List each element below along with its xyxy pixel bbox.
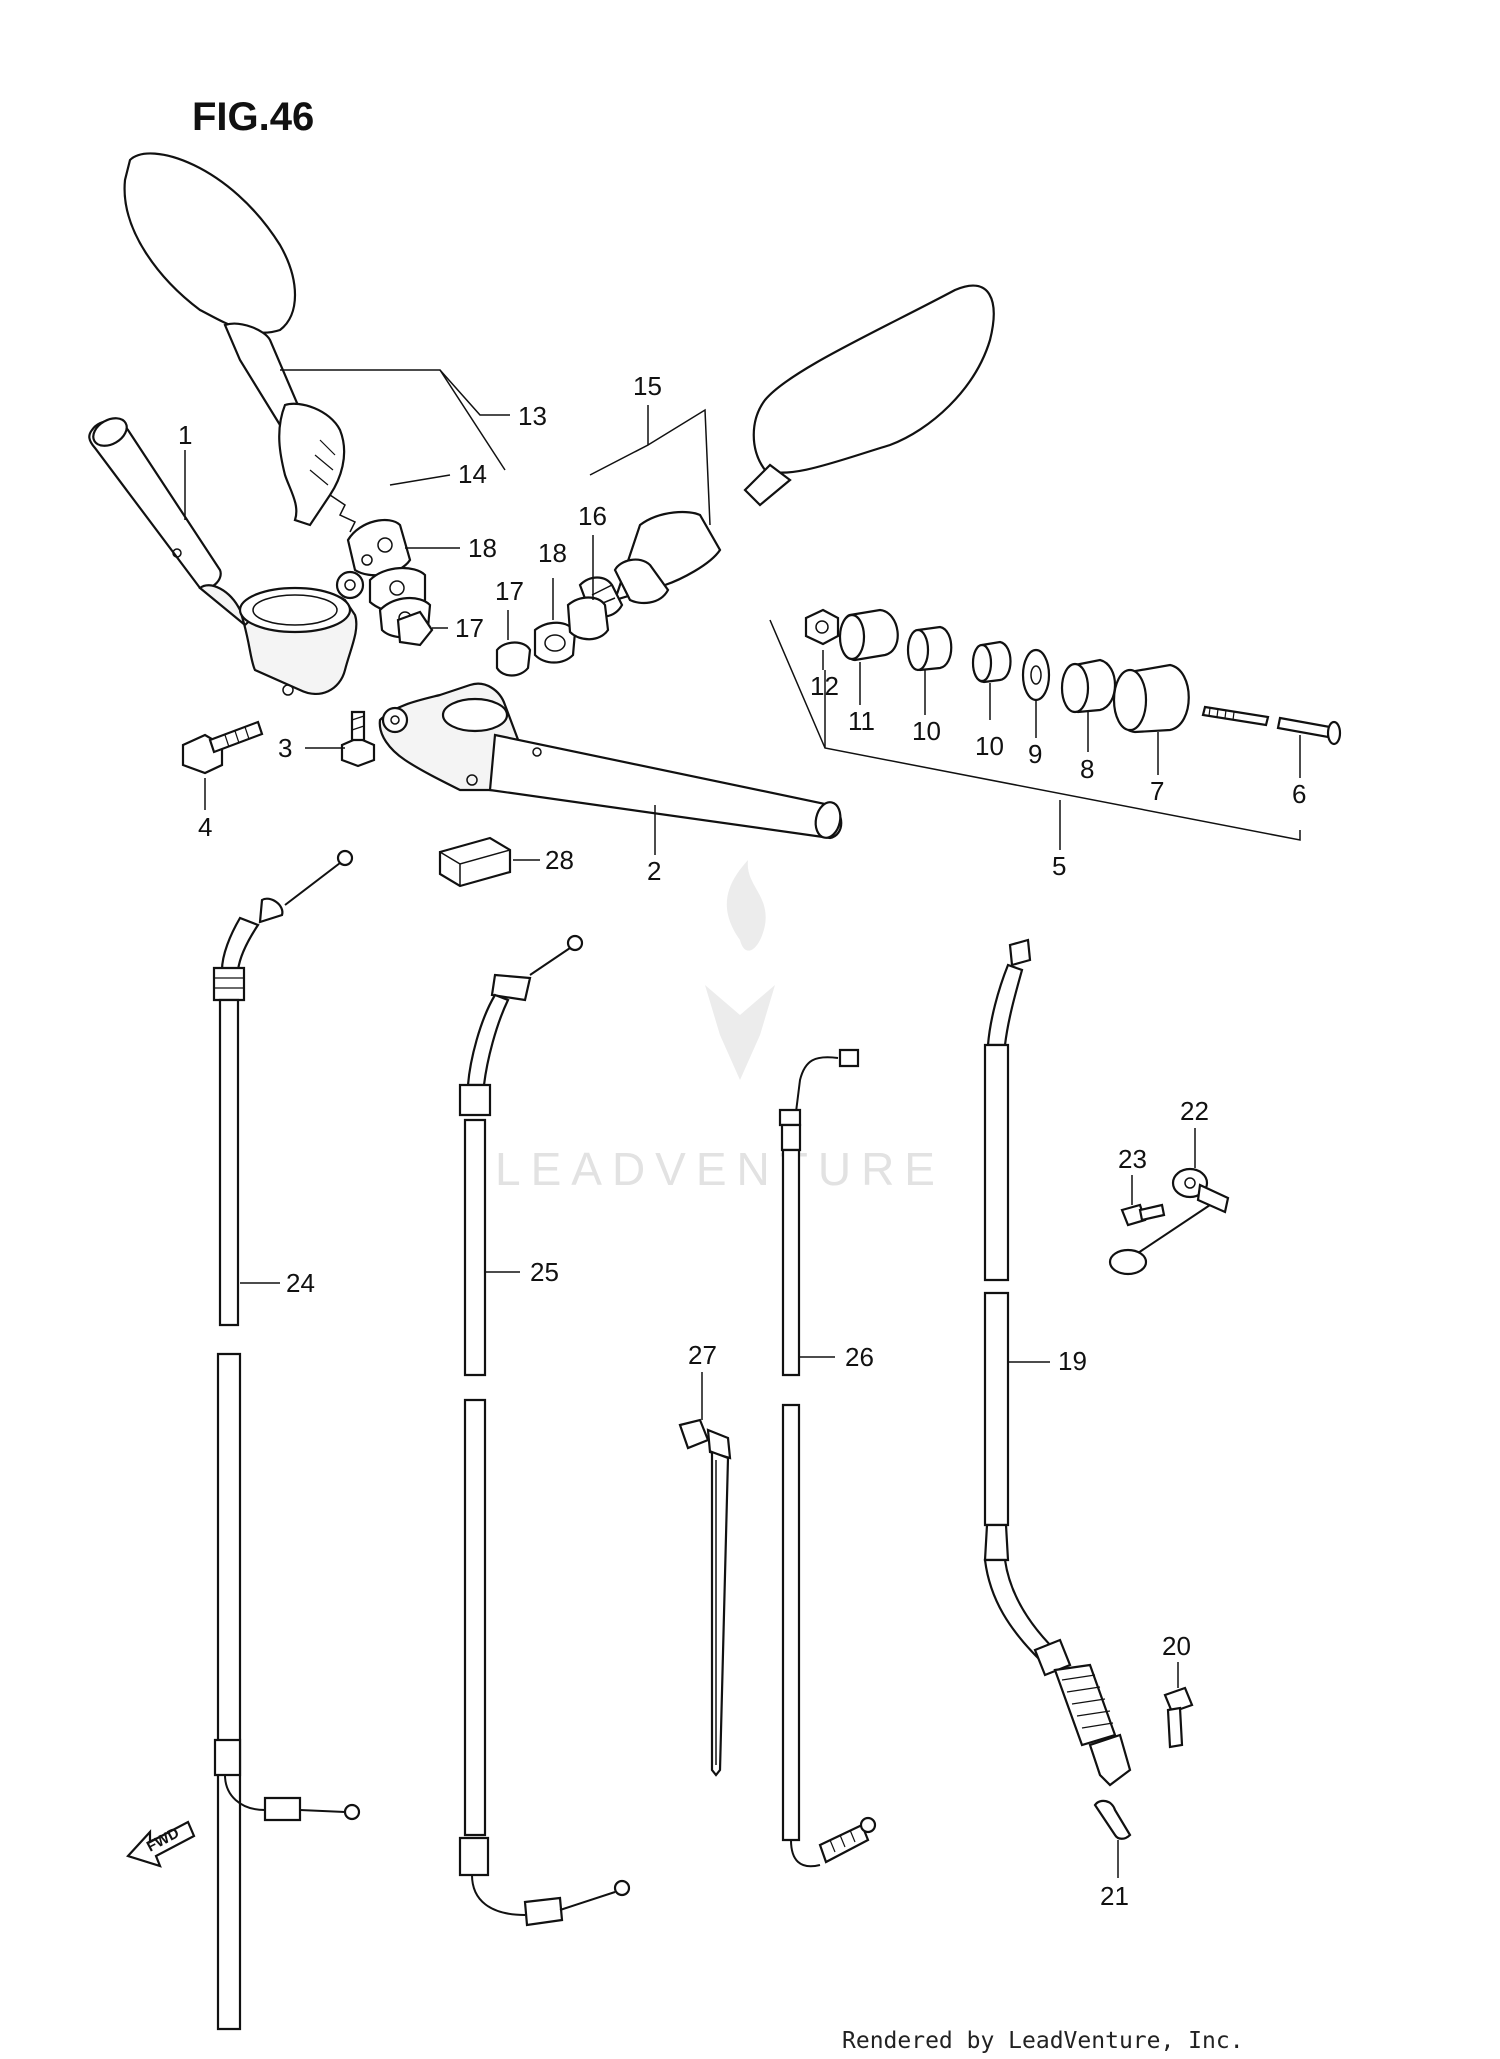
- bar-end-rubber-10b: [971, 640, 1012, 684]
- washer-9: [1021, 648, 1051, 702]
- mirror-mount-plate-left: [346, 518, 412, 577]
- callout-26: 26: [845, 1342, 874, 1372]
- callout-27: 27: [688, 1340, 717, 1370]
- watermark-text: LEADVENTURE: [495, 1143, 945, 1195]
- fwd-arrow-icon: FWD: [126, 1820, 196, 1868]
- bar-end-weight-7: [1112, 663, 1190, 734]
- callout-8: 8: [1080, 754, 1094, 784]
- callout-19: 19: [1058, 1346, 1087, 1376]
- bar-end-rubber-11: [838, 608, 899, 662]
- spacer-18-right: [533, 621, 577, 664]
- bar-end-nut-12: [804, 608, 840, 646]
- left-mirror: [123, 152, 357, 533]
- callout-20: 20: [1162, 1631, 1191, 1661]
- cable-19: [983, 938, 1132, 1787]
- leader-lines: [184, 369, 1301, 1878]
- callout-10a: 10: [912, 716, 941, 746]
- bar-end-rubber-10a: [906, 625, 953, 672]
- figure-title: FIG.46: [192, 95, 314, 139]
- nut-17-right: [495, 641, 532, 677]
- nut-17-left: [396, 610, 434, 647]
- right-handlebar-tube: [488, 733, 843, 840]
- callout-2: 2: [647, 856, 661, 886]
- callout-28: 28: [545, 845, 574, 875]
- callout-13: 13: [518, 401, 547, 431]
- screw-rod: [1201, 705, 1270, 727]
- callout-12: 12: [810, 671, 839, 701]
- cable-24: [212, 849, 354, 2031]
- callout-17b: 17: [455, 613, 484, 643]
- left-handlebar-clamp: [198, 570, 365, 696]
- callout-4: 4: [198, 812, 212, 842]
- callout-17a: 17: [495, 576, 524, 606]
- part-28-block: [438, 836, 512, 888]
- callout-10b: 10: [975, 731, 1004, 761]
- callout-1: 1: [178, 420, 192, 450]
- cable-tie-27: [678, 1418, 732, 1777]
- cotter-pin-21: [1093, 1799, 1132, 1840]
- callout-21: 21: [1100, 1881, 1129, 1911]
- cable-26: [778, 1048, 877, 1868]
- cable-24-lower-end: [213, 1738, 361, 1822]
- right-mirror: [578, 284, 995, 618]
- callout-6: 6: [1292, 779, 1306, 809]
- callout-5: 5: [1052, 851, 1066, 881]
- watermark: LEADVENTURE: [495, 860, 945, 1195]
- cable-25: [458, 934, 631, 1927]
- screw-23: [1120, 1203, 1166, 1227]
- callout-numbers: 1 2 3 4 5 6 7 8 9 10 10 11 12 13 14 15 1…: [178, 371, 1306, 1911]
- callout-18a: 18: [468, 533, 497, 563]
- bolt-3: [340, 710, 376, 768]
- screw-6: [1276, 716, 1342, 746]
- callout-14: 14: [458, 459, 487, 489]
- bolt-4: [181, 720, 264, 775]
- callout-7: 7: [1150, 776, 1164, 806]
- credit-text: Rendered by LeadVenture, Inc.: [842, 2028, 1244, 2054]
- bracket-22: [1108, 1167, 1230, 1276]
- callout-25: 25: [530, 1257, 559, 1287]
- right-handlebar-clamp: [378, 682, 523, 792]
- callout-9: 9: [1028, 739, 1042, 769]
- callout-24: 24: [286, 1268, 315, 1298]
- mirror-stem-16: [566, 596, 610, 641]
- callout-15: 15: [633, 371, 662, 401]
- callout-16: 16: [578, 501, 607, 531]
- callout-3: 3: [278, 733, 292, 763]
- callout-23: 23: [1118, 1144, 1147, 1174]
- left-handlebar-grip: [88, 417, 222, 590]
- callout-18b: 18: [538, 538, 567, 568]
- bolt-20: [1163, 1686, 1194, 1749]
- callout-22: 22: [1180, 1096, 1209, 1126]
- bar-end-weight-8: [1060, 658, 1117, 714]
- callout-11: 11: [848, 706, 875, 736]
